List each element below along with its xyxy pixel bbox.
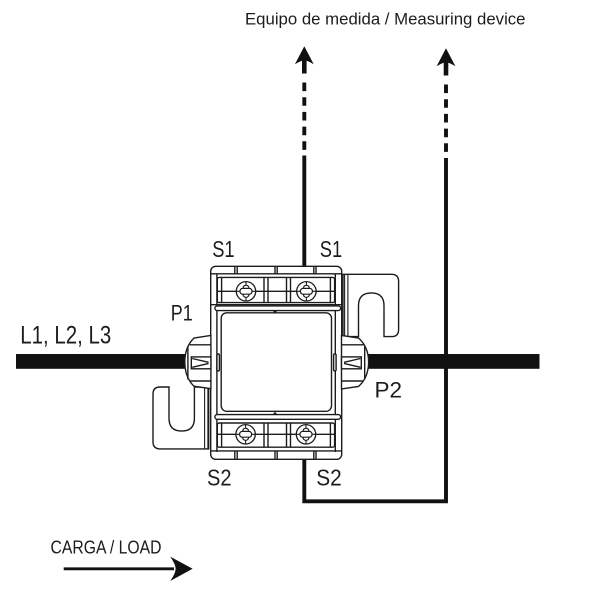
svg-text:S1: S1 [212,236,234,262]
svg-text:S1: S1 [320,236,342,262]
svg-text:S2: S2 [316,464,342,490]
svg-text:P1: P1 [171,301,193,326]
svg-text:CARGA / LOAD: CARGA / LOAD [51,538,162,559]
svg-text:P2: P2 [375,378,403,403]
svg-text:L1, L2, L3: L1, L2, L3 [20,321,111,349]
svg-text:S2: S2 [207,464,232,490]
svg-text:Equipo de medida / Measuring d: Equipo de medida / Measuring device [245,11,526,29]
